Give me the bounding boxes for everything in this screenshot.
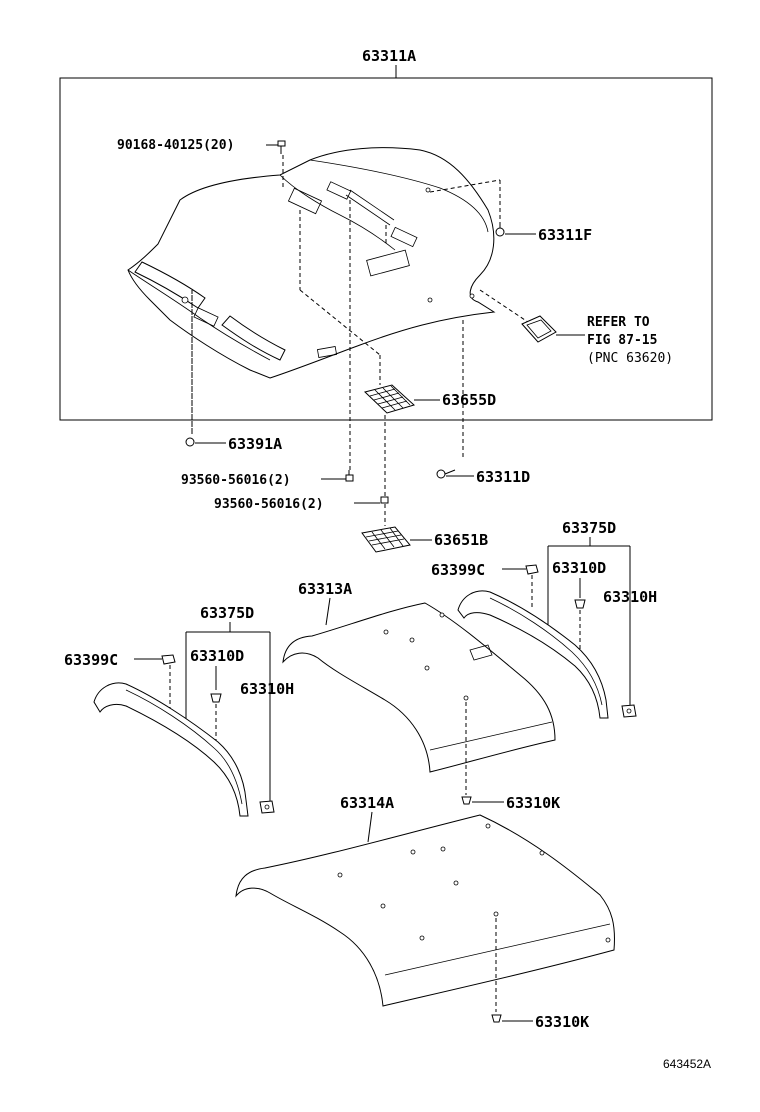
- pad-63651b-icon: [361, 526, 411, 553]
- screw-93560-a-icon: [345, 470, 354, 482]
- label-rail-right: 63375D: [562, 519, 616, 537]
- screw-90168-icon: [277, 140, 286, 154]
- figure-id: 643452A: [663, 1057, 711, 1071]
- label-clip-d-top: 63311D: [476, 468, 530, 486]
- clip-63399c-left-icon: [161, 654, 176, 665]
- sun-visor-right: [221, 315, 286, 361]
- label-clip-h-right: 63310H: [603, 588, 657, 606]
- label-panel-a: 63313A: [298, 580, 352, 598]
- clip-63310k-lower-icon: [491, 1014, 502, 1023]
- label-clip-c-left: 63399C: [64, 651, 118, 669]
- label-clip-a: 63391A: [228, 435, 282, 453]
- label-refer-line1: REFER TO: [587, 315, 650, 330]
- label-clip-h-left: 63310H: [240, 680, 294, 698]
- pad-63655d-icon: [364, 384, 415, 414]
- dome-lamp-icon: [521, 315, 557, 343]
- headliner-panel: [127, 147, 496, 379]
- label-panel-b: 63314A: [340, 794, 394, 812]
- label-pad-d: 63655D: [442, 391, 496, 409]
- label-clip-c-right: 63399C: [431, 561, 485, 579]
- clip-63311d-icon: [436, 469, 456, 479]
- clip-63310k-upper-icon: [461, 796, 472, 805]
- rail-63375d-right: [457, 590, 609, 719]
- label-headliner: 63311A: [362, 47, 416, 65]
- label-screw-90168: 90168-40125(20): [117, 138, 234, 153]
- label-screw-93560-b: 93560-56016(2): [214, 497, 324, 512]
- rail-63375d-left: [93, 682, 249, 817]
- label-screw-93560-a: 93560-56016(2): [181, 473, 291, 488]
- headliner-group-box: [59, 77, 713, 421]
- clip-63311f-icon: [495, 222, 505, 237]
- panel-63314a: [235, 814, 615, 1007]
- label-refer-line2: FIG 87-15: [587, 333, 657, 348]
- label-clip-d-left: 63310D: [190, 647, 244, 665]
- label-clip-f: 63311F: [538, 226, 592, 244]
- label-clip-k-upper: 63310K: [506, 794, 560, 812]
- clip-63310h-left-icon: [259, 800, 275, 814]
- clip-63310d-right-icon: [574, 599, 586, 650]
- panel-63313a: [282, 602, 556, 773]
- label-clip-k-lower: 63310K: [535, 1013, 589, 1031]
- label-clip-d-right: 63310D: [552, 559, 606, 577]
- clip-63310h-right-icon: [621, 704, 637, 718]
- dash-clip-f: [429, 179, 501, 193]
- label-rail-left: 63375D: [200, 604, 254, 622]
- label-refer-line3: (PNC 63620): [587, 351, 673, 366]
- screw-93560-b-icon: [380, 496, 389, 526]
- sun-visor-left: [134, 261, 206, 309]
- label-pad-b: 63651B: [434, 531, 488, 549]
- clip-63399c-right-icon: [525, 564, 539, 575]
- clip-63391a-icon: [185, 437, 195, 447]
